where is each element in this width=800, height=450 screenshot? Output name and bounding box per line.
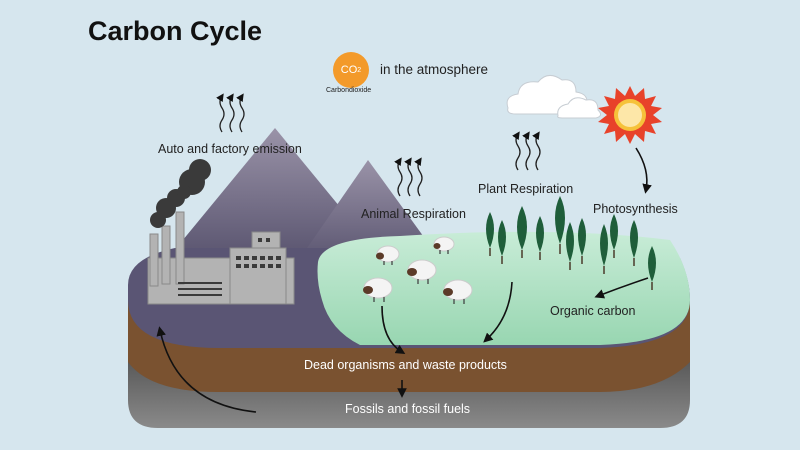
sheep-group: [363, 236, 473, 304]
label-dead-organisms: Dead organisms and waste products: [304, 358, 507, 372]
sheep-1: [376, 245, 400, 263]
tree-trunks: [489, 244, 653, 290]
label-fossils: Fossils and fossil fuels: [345, 402, 471, 416]
forest: [486, 196, 656, 282]
arrow-sheep-to-dead: [381, 305, 406, 354]
label-auto-factory-emission: Auto and factory emission: [158, 142, 302, 156]
atmosphere-label: in the atmosphere: [380, 62, 489, 77]
arrow-fossils-to-factory: [156, 326, 257, 413]
cloud-icon: [506, 75, 602, 119]
label-plant-respiration: Plant Respiration: [478, 182, 574, 196]
label-animal-respiration: Animal Respiration: [361, 207, 466, 221]
label-organic-carbon: Organic carbon: [550, 304, 636, 318]
arrow-plants-to-dead: [483, 281, 513, 343]
co2-name: Carbondioxide: [326, 87, 372, 94]
plant-respiration-waves: [512, 131, 541, 171]
animal-respiration-waves: [394, 157, 423, 197]
sun-icon: [598, 86, 662, 144]
label-photosynthesis: Photosynthesis: [593, 202, 678, 216]
factory-windows: [178, 238, 281, 296]
factory-smoke: [150, 159, 211, 228]
arrow-sun-to-photosynthesis: [635, 147, 652, 194]
arrow-trees-to-organic-carbon: [594, 277, 649, 299]
grass-field: [317, 231, 690, 345]
sheep-3: [407, 259, 437, 281]
emission-waves: [216, 93, 245, 133]
sheep-4: [363, 277, 393, 299]
sheep-2: [433, 236, 455, 252]
page-title: Carbon Cycle: [88, 16, 263, 46]
co2-formula: CO: [340, 64, 358, 76]
co2-subscript: 2: [357, 66, 362, 74]
process-arrows: [156, 147, 652, 413]
sheep-5: [443, 279, 473, 301]
